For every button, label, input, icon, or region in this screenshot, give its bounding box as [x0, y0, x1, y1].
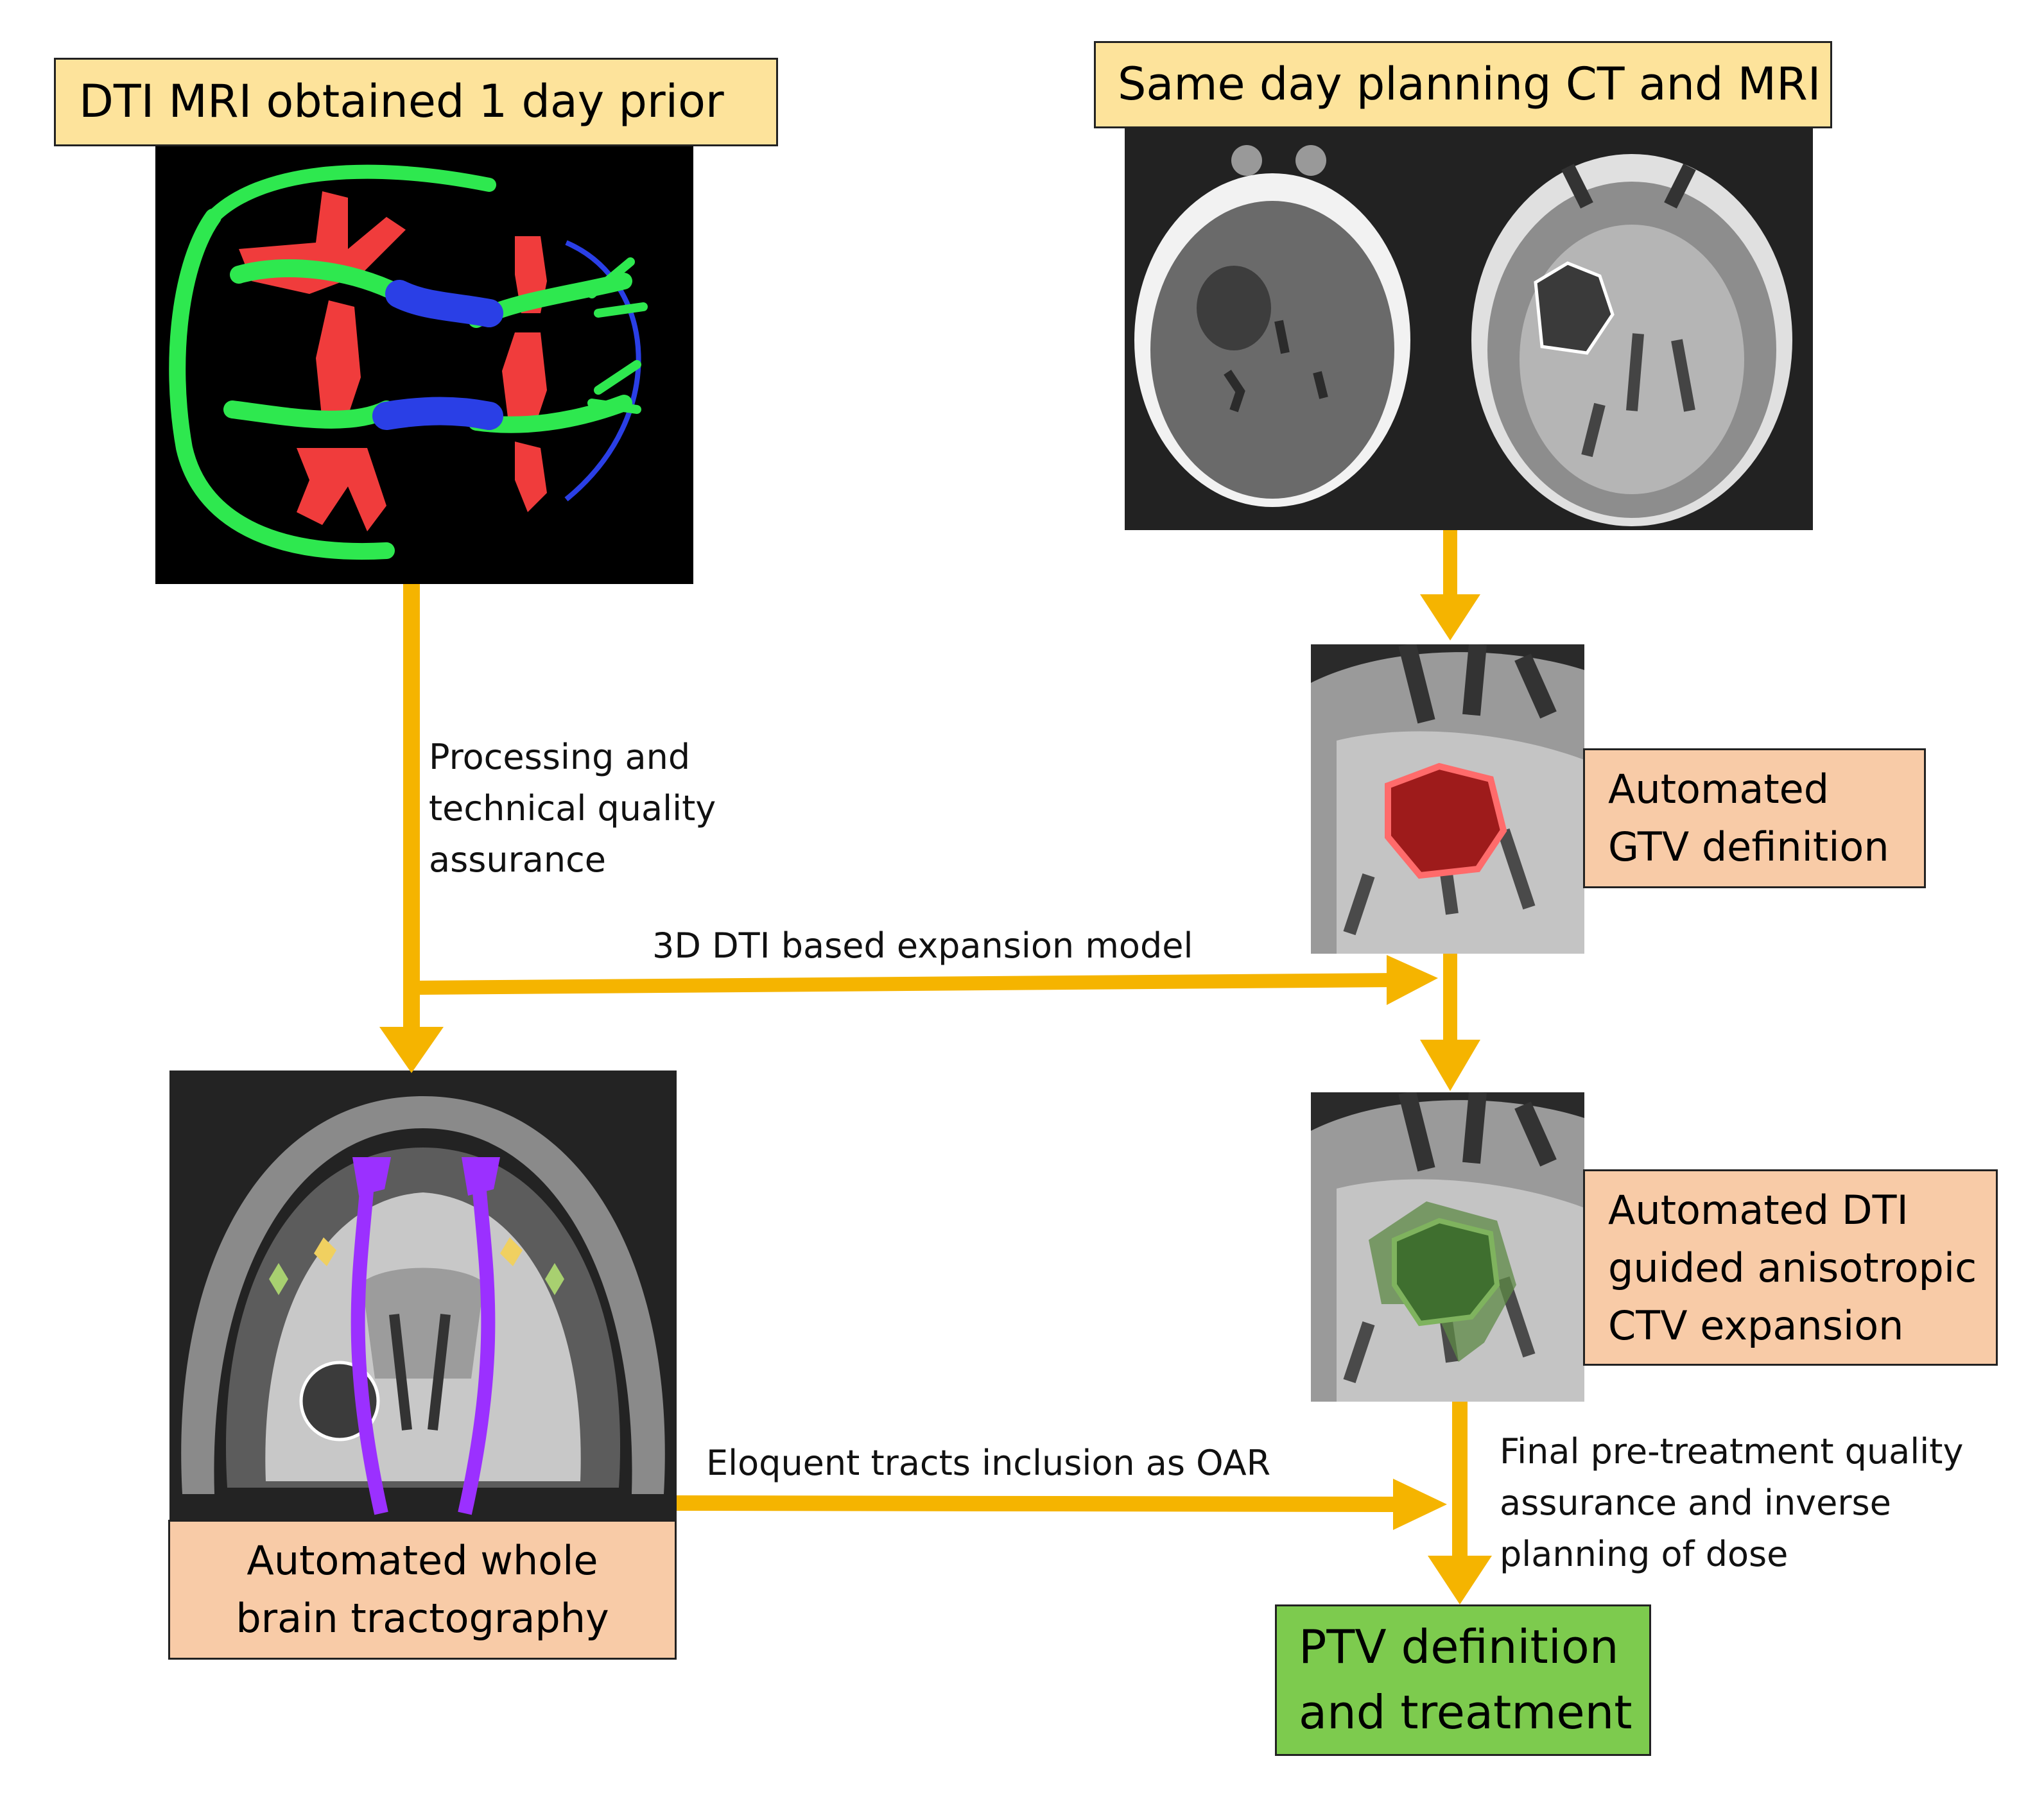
arrow-ctv-to-ptv [1452, 1402, 1468, 1562]
dti-mri-title-box: DTI MRI obtained 1 day prior [54, 58, 778, 146]
dti-mri-title: DTI MRI obtained 1 day prior [79, 75, 724, 128]
arrow-eloquent-tracts-head [1393, 1479, 1447, 1530]
ctv-step-line-1: Automated DTI [1608, 1187, 1909, 1234]
arrow-eloquent-tracts [677, 1495, 1399, 1512]
processing-label-line-3: assurance [429, 839, 607, 880]
gtv-image [1311, 644, 1584, 954]
tractography-step-box: Automated whole brain tractography [168, 1520, 677, 1660]
final-qa-label-line-2: assurance and inverse [1500, 1483, 1891, 1523]
processing-label-line-1: Processing and [429, 737, 691, 777]
ptv-step-line-2: and treatment [1299, 1685, 1633, 1739]
tractography-image [169, 1070, 677, 1520]
ctv-image [1311, 1092, 1584, 1402]
ctv-step-line-3: CTV expansion [1608, 1302, 1904, 1349]
arrow-ctv-to-ptv-head [1428, 1556, 1492, 1604]
processing-label-line-2: technical quality [429, 788, 716, 829]
tractography-step-line-1: Automated whole [247, 1537, 598, 1584]
arrow-gtv-to-ctv-head [1420, 1040, 1480, 1091]
eloquent-tracts-label: Eloquent tracts inclusion as OAR [706, 1443, 1271, 1483]
tractography-step-line-2: brain tractography [236, 1595, 609, 1642]
arrow-expansion-model-head [1387, 955, 1438, 1005]
dti-tract-map-image [155, 146, 693, 584]
arrow-planning-to-gtv-head [1420, 594, 1480, 641]
ptv-step-line-1: PTV definition [1299, 1620, 1619, 1674]
arrow-gtv-to-ctv [1443, 954, 1457, 1044]
arrow-dti-to-tractography-head [379, 1027, 444, 1073]
final-qa-label-line-3: planning of dose [1500, 1534, 1788, 1574]
expansion-model-label: 3D DTI based expansion model [652, 925, 1193, 966]
final-qa-label: Final pre-treatment quality assurance an… [1500, 1426, 1963, 1580]
gtv-step-line-1: Automated [1608, 766, 1830, 813]
gtv-step-box: Automated GTV definition [1583, 748, 1926, 888]
planning-ct-mri-image [1125, 128, 1813, 530]
arrow-planning-to-gtv [1443, 530, 1457, 601]
ptv-step-box: PTV definition and treatment [1275, 1604, 1651, 1756]
arrow-dti-to-tractography [403, 584, 420, 1033]
arrow-expansion-model [420, 973, 1393, 995]
planning-ct-mri-title-box: Same day planning CT and MRI [1094, 41, 1832, 128]
final-qa-label-line-1: Final pre-treatment quality [1500, 1431, 1964, 1472]
planning-ct-mri-title: Same day planning CT and MRI [1118, 58, 1821, 110]
ctv-step-line-2: guided anisotropic [1608, 1244, 1977, 1291]
gtv-step-line-2: GTV definition [1608, 823, 1889, 870]
ctv-step-box: Automated DTI guided anisotropic CTV exp… [1583, 1169, 1998, 1366]
processing-label: Processing and technical quality assuran… [429, 732, 716, 886]
